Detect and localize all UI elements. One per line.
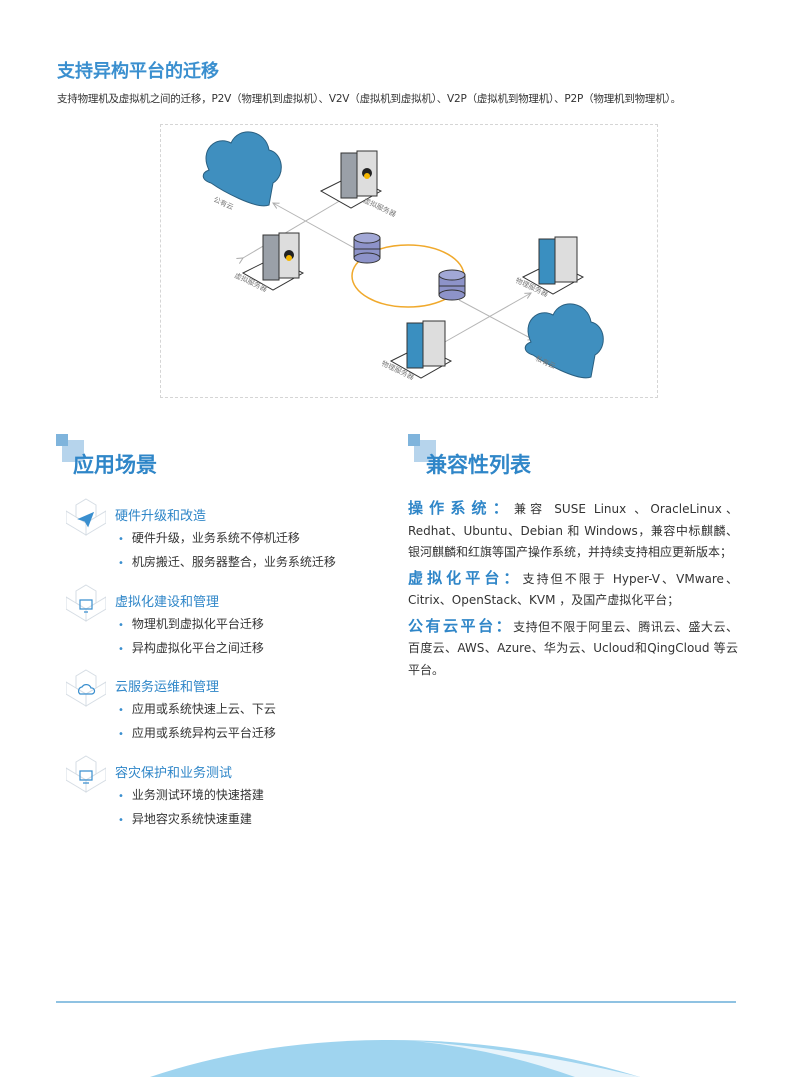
page-title: 支持异构平台的迁移 [57, 61, 219, 82]
scenario-title: 硬件升级和改造 [115, 509, 207, 524]
arrow-line [458, 299, 534, 340]
compatibility-list: 操作系统：兼容 SUSE Linux 、OracleLinux、Redhat、U… [408, 498, 738, 685]
monitor-icon [66, 584, 106, 622]
compatibility-heading: 兼容性列表 [426, 453, 531, 477]
scenario-bullet: 硬件升级，业务系统不停机迁移 [118, 529, 300, 546]
compat-label: 操作系统： [408, 499, 514, 517]
cloud-icon [66, 669, 106, 707]
scenario-title: 容灾保护和业务测试 [115, 766, 233, 781]
compat-text: 兼容 SUSE Linux 、OracleLinux、Redhat、Ubuntu… [408, 502, 738, 559]
heading-decoration [56, 434, 68, 446]
virtual-server-icon [319, 150, 383, 209]
compat-label: 公有云平台： [408, 616, 514, 635]
compat-text: 支持但不限于阿里云、腾讯云、盛大云、百度云、AWS、Azure、华为云、Uclo… [408, 619, 738, 677]
scenario-title: 云服务运维和管理 [115, 680, 220, 695]
database-icon [353, 232, 381, 264]
physical-server-icon [521, 236, 585, 295]
shield-screen-icon [66, 755, 106, 793]
scenario-bullet: 应用或系统快速上云、下云 [118, 700, 276, 717]
label-public-cloud: 公有云 [212, 195, 235, 212]
compat-entry-os: 操作系统：兼容 SUSE Linux 、OracleLinux、Redhat、U… [408, 498, 738, 564]
arrow-line [243, 193, 353, 258]
database-icon [438, 269, 466, 301]
compat-label: 虚拟化平台： [408, 568, 523, 587]
scenario-bullet: 异地容灾系统快速重建 [118, 810, 252, 827]
scenario-bullet: 业务测试环境的快速搭建 [118, 786, 264, 803]
public-cloud-icon [202, 131, 282, 207]
scenario-bullet: 异构虚拟化平台之间迁移 [118, 639, 264, 656]
paper-plane-icon [66, 498, 106, 536]
label-virtual-server: 虚拟服务器 [362, 196, 398, 219]
scenario-bullet: 物理机到虚拟化平台迁移 [118, 615, 264, 632]
heading-decoration [408, 434, 420, 446]
compat-entry-public-cloud: 公有云平台：支持但不限于阿里云、腾讯云、盛大云、百度云、AWS、Azure、华为… [408, 616, 738, 682]
page-subtitle: 支持物理机及虚拟机之间的迁移，P2V（物理机到虚拟机）、V2V（虚拟机到虚拟机）… [57, 93, 681, 105]
compat-entry-virtualization: 虚拟化平台：支持但不限于 Hyper-V、VMware、Citrix、OpenS… [408, 568, 738, 612]
footer-divider [56, 1001, 736, 1003]
arrow-line [443, 293, 531, 343]
scenario-bullet: 应用或系统异构云平台迁移 [118, 724, 276, 741]
diagram-svg: 公有云 虚拟服务器 虚拟服务器 物理服务器 物理服务器 私有云 [202, 131, 604, 382]
scenario-bullet: 机房搬迁、服务器整合，业务系统迁移 [118, 553, 336, 570]
scenarios-heading: 应用场景 [73, 453, 157, 477]
footer-wave [150, 1040, 640, 1077]
virtual-server-icon [241, 232, 305, 291]
migration-diagram: 公有云 虚拟服务器 虚拟服务器 物理服务器 物理服务器 私有云 [160, 124, 658, 398]
compat-text: 支持但不限于 Hyper-V、VMware、Citrix、OpenStack、K… [408, 571, 738, 608]
private-cloud-icon [524, 303, 604, 379]
physical-server-icon [389, 320, 453, 379]
scenario-title: 虚拟化建设和管理 [115, 595, 220, 610]
